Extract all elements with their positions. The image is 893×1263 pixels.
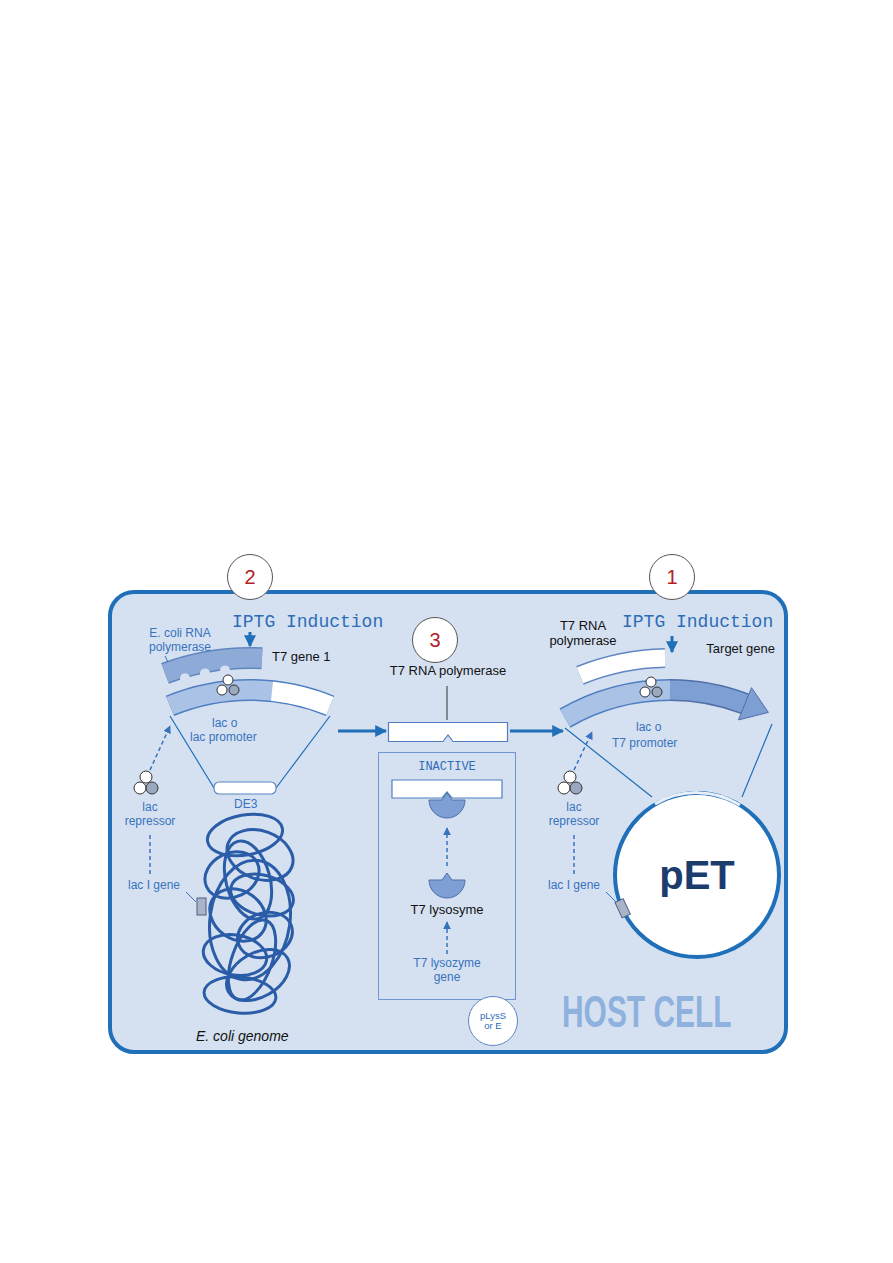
part-label: E. coli RNA polymerase xyxy=(138,626,222,654)
node-text: T7 gene 1 xyxy=(272,650,331,664)
gene-label: lac I gene xyxy=(128,878,180,892)
pet-plasmid-label: pET xyxy=(614,792,780,958)
locus-label: DE3 xyxy=(234,797,257,811)
callout-number: 3 xyxy=(412,617,458,663)
lac-promoter-dna xyxy=(170,690,330,706)
node-text: INACTIVE xyxy=(379,761,515,774)
gene-label: lac I gene xyxy=(548,878,600,892)
dashed-line xyxy=(149,834,151,874)
gene-label: T7 lysozyme gene xyxy=(407,956,487,984)
t7-promoter-dna xyxy=(565,688,768,720)
node-text: pET xyxy=(659,853,735,897)
promoter-label: T7 promoter xyxy=(612,736,677,750)
leader-line xyxy=(447,686,448,720)
t7-rna-polymerase: T7 RNA polymerase xyxy=(388,722,508,742)
dashed-line xyxy=(573,834,575,874)
host-cell-outline xyxy=(110,592,786,1052)
flow-arrow xyxy=(510,730,563,733)
dashed-arrow xyxy=(574,732,592,770)
lac-repressor-symbol xyxy=(134,771,158,794)
node-text: 2 xyxy=(244,566,255,588)
node-text: T7 RNA polymerase xyxy=(368,664,528,678)
ecoli-rna-polymerase xyxy=(165,656,262,683)
induction-label: IPTG Induction xyxy=(622,612,773,632)
part-label: lac repressor xyxy=(542,800,606,828)
part-label: T7 lysosyme xyxy=(397,902,497,917)
target-gene: Target gene xyxy=(565,668,775,740)
flow-arrow xyxy=(338,730,386,733)
node-text: HOST CELL xyxy=(562,988,732,1036)
dashed-arrow xyxy=(446,828,448,866)
pet-plasmid xyxy=(565,724,779,957)
genome-label: E. coli genome xyxy=(196,1028,289,1044)
plyss-plasmid: pLysS or E xyxy=(468,996,519,1047)
t7-rna-polymerase-bound xyxy=(580,658,665,675)
polymerase-shape xyxy=(388,722,508,742)
polymerase-outline xyxy=(389,723,508,742)
part-label: T7 RNA polymerase xyxy=(548,618,618,648)
node-text: 3 xyxy=(429,629,440,651)
lac-repressor-symbol xyxy=(558,771,582,794)
operator-label: lac o xyxy=(212,716,237,730)
part-label: lac repressor xyxy=(118,800,182,828)
lac-repressor-bound xyxy=(640,677,662,697)
induction-arrow xyxy=(249,632,252,646)
lac-repressor-bound xyxy=(217,675,239,695)
node-text: Target gene xyxy=(706,642,775,656)
promoter-label: lac promoter xyxy=(190,730,257,744)
operator-label: lac o xyxy=(636,720,661,734)
node-text: 1 xyxy=(666,566,677,588)
ecoli-genome xyxy=(170,716,330,1016)
inactive-complex xyxy=(392,780,502,818)
callout-number: 1 xyxy=(649,554,695,600)
lysozyme-shape xyxy=(429,873,465,898)
t7-gene-1-segment: T7 gene 1 xyxy=(272,678,336,740)
induction-label: IPTG Induction xyxy=(232,612,383,632)
node-text: pLysS or E xyxy=(476,1011,510,1032)
dashed-arrow xyxy=(150,726,170,770)
induction-arrow xyxy=(671,636,674,652)
callout-number: 2 xyxy=(227,554,273,600)
dashed-arrow xyxy=(446,922,448,954)
